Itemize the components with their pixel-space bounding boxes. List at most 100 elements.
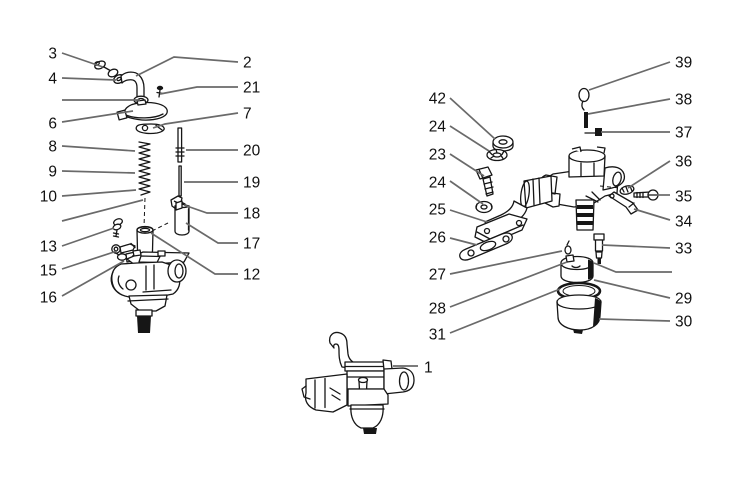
right-assembly	[459, 87, 659, 334]
callout-line-26-22	[449, 237, 478, 246]
callout-label-26-22: 26	[429, 230, 446, 247]
callout-line-4-1	[61, 77, 117, 81]
callout-line-23-19	[449, 153, 485, 177]
callout-label-8-3: 8	[48, 139, 57, 156]
callout-label-7-11: 7	[243, 106, 252, 123]
callout-label-10-5: 10	[40, 189, 58, 206]
axis-dashed-line	[143, 197, 146, 228]
part-24-nut	[475, 200, 493, 214]
part-33-emulsion-tube	[593, 233, 605, 264]
callout-label-36-29: 36	[675, 154, 692, 171]
callout-line-13-6	[61, 227, 115, 247]
axis-dashed-link	[151, 222, 169, 232]
part-13-screw	[112, 218, 124, 238]
callout-label-9-4: 9	[48, 164, 57, 181]
part-17-slide	[174, 200, 190, 236]
callout-label-30-34: 30	[675, 314, 693, 331]
callout-line-9-4	[61, 170, 136, 174]
callout-label-3-0: 3	[48, 46, 57, 63]
unlabeled-leader-1	[61, 199, 144, 222]
unlabeled-leader-2	[593, 262, 672, 273]
callout-label-21-10: 21	[243, 80, 260, 97]
callout-label-27-23: 27	[429, 267, 446, 284]
callout-line-42-17	[449, 97, 496, 140]
callout-line-38-27	[587, 98, 671, 115]
callout-label-15-7: 15	[40, 263, 57, 280]
carburetor-body-left	[110, 249, 190, 333]
callout-line-16-8	[61, 260, 125, 297]
clamp-left	[301, 373, 348, 413]
callout-label-25-21: 25	[429, 202, 446, 219]
callout-label-31-25: 31	[429, 327, 446, 344]
callout-line-18-14	[183, 204, 238, 214]
callout-line-8-3	[61, 145, 136, 152]
top-cap	[344, 359, 393, 372]
callout-line-7-11	[152, 112, 239, 129]
callout-label-19-13: 19	[243, 175, 260, 192]
callout-line-17-15	[185, 222, 238, 244]
callout-label-12-16: 12	[243, 267, 260, 284]
callout-line-34-31	[633, 208, 671, 221]
part-38-pin	[584, 112, 588, 128]
callouts: 3468910131516221720191817124224232425262…	[40, 46, 693, 377]
callout-line-2-9	[135, 56, 239, 77]
callout-line-12-16	[150, 232, 238, 275]
part-39-float-needle	[578, 87, 590, 111]
callout-label-6-2: 6	[48, 116, 57, 133]
callout-line-25-21	[449, 209, 488, 223]
callout-line-30-34	[598, 318, 671, 322]
carburetor-body-right	[539, 146, 626, 231]
part-26-gasket	[459, 232, 513, 261]
callout-label-23-19: 23	[429, 147, 446, 164]
callout-label-16-8: 16	[40, 290, 57, 307]
callout-line-10-5	[61, 189, 137, 197]
callout-label-13-6: 13	[40, 239, 57, 256]
left-assembly	[94, 60, 190, 333]
callout-line-39-26	[588, 61, 671, 91]
callout-label-2-9: 2	[243, 55, 252, 72]
callout-label-28-24: 28	[429, 301, 446, 318]
callout-label-34-31: 34	[675, 214, 693, 231]
callout-label-4-1: 4	[48, 71, 57, 88]
callout-label-18-14: 18	[243, 206, 260, 223]
callout-line-24-18	[449, 125, 490, 152]
callout-label-1-35: 1	[424, 360, 433, 377]
part-2-elbow-tube	[120, 71, 145, 99]
part-28-float-chamber-top	[560, 254, 594, 284]
part-21-screw	[156, 85, 164, 98]
part-15-banjo	[111, 242, 136, 254]
callout-line-3-0	[61, 52, 104, 68]
callout-label-20-12: 20	[243, 143, 261, 160]
callout-label-38-27: 38	[675, 92, 692, 109]
callout-line-27-23	[449, 250, 563, 275]
callout-label-39-26: 39	[675, 55, 692, 72]
callout-line-28-24	[449, 261, 568, 308]
callout-line-36-29	[627, 160, 671, 189]
float-bowl-assembled	[347, 388, 389, 434]
callout-label-24-20: 24	[429, 175, 447, 192]
callout-label-33-32: 33	[675, 241, 692, 258]
callout-label-17-15: 17	[243, 236, 260, 253]
part-6-top-cap	[116, 99, 168, 121]
callout-line-6-2	[61, 110, 134, 123]
callout-line-31-25	[449, 288, 561, 334]
part-25-manifold	[474, 175, 553, 245]
callout-line-24-20	[449, 180, 484, 205]
part-24-lock-washer	[486, 148, 508, 162]
part-20-needle	[175, 127, 185, 202]
part-23-screw	[475, 166, 494, 197]
part-37-screw	[584, 128, 602, 136]
callout-label-42-17: 42	[429, 91, 446, 108]
part-27-pin	[564, 240, 572, 255]
part-35-screw	[633, 189, 659, 201]
intake-horn-right	[383, 367, 415, 395]
callout-line-15-7	[61, 250, 118, 270]
assembled-carburetor	[301, 331, 415, 434]
callout-line-21-10	[159, 86, 238, 95]
callout-line-33-32	[601, 244, 671, 249]
part-42-washer	[492, 135, 514, 152]
callout-label-24-18: 24	[429, 119, 447, 136]
callout-label-29-33: 29	[675, 291, 692, 308]
callout-label-37-28: 37	[675, 125, 692, 142]
